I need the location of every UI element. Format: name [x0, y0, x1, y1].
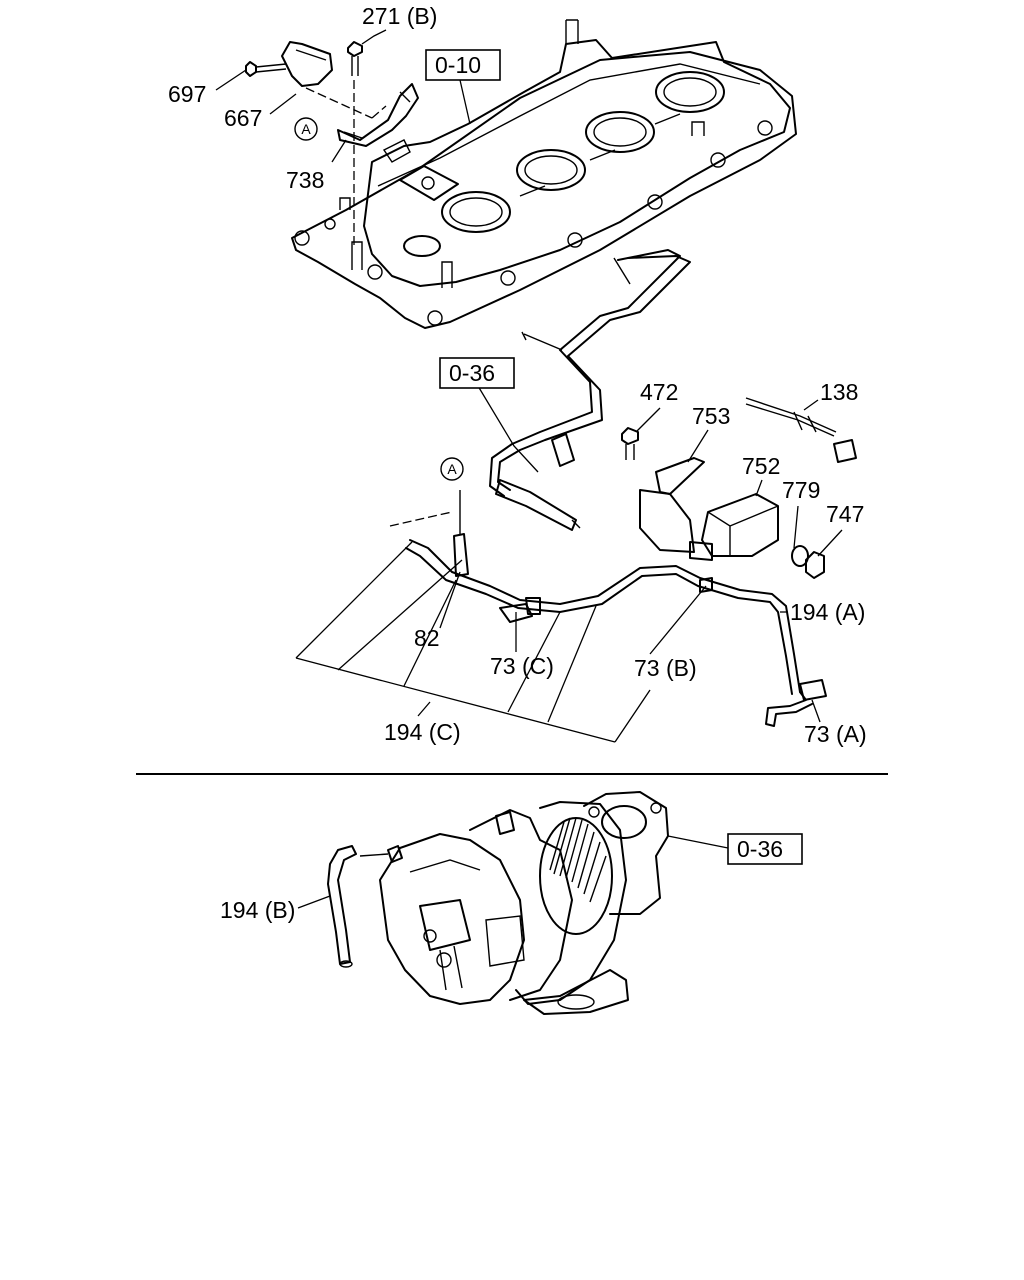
- pipe-and-harness: [489, 249, 691, 531]
- reference-0-10-label: 0-10: [435, 52, 481, 78]
- callout-138: 138: [820, 379, 858, 405]
- leader-036-bottom: [667, 835, 729, 849]
- hose-194b: [327, 845, 357, 968]
- marker-a-mid-label: A: [447, 461, 457, 477]
- reference-0-10: 0-10: [425, 49, 501, 81]
- callout-194b: 194 (B): [220, 897, 295, 923]
- callout-194c: 194 (C): [384, 719, 461, 745]
- marker-a-mid: A: [440, 457, 464, 481]
- callout-697: 697: [168, 81, 206, 107]
- vacuum-hoses: [405, 490, 827, 727]
- callout-752: 752: [742, 453, 780, 479]
- callout-472: 472: [640, 379, 678, 405]
- reference-0-36-top-label: 0-36: [449, 360, 495, 386]
- leader-lines: [215, 29, 843, 743]
- callout-194a: 194 (A): [790, 599, 865, 625]
- callout-82: 82: [414, 625, 440, 651]
- callout-747: 747: [826, 501, 864, 527]
- callout-73a: 73 (A): [804, 721, 867, 747]
- turbine-fins: [549, 817, 607, 903]
- marker-a-top: A: [294, 117, 318, 141]
- reference-0-36-bottom-label: 0-36: [737, 836, 783, 862]
- reference-0-36-bottom: 0-36: [727, 833, 803, 865]
- callout-73c: 73 (C): [490, 653, 554, 679]
- turbocharger: [359, 791, 669, 1015]
- callout-779: 779: [782, 477, 820, 503]
- marker-a-top-label: A: [301, 121, 311, 137]
- cylinder-head-cover: [291, 19, 797, 329]
- callout-667: 667: [224, 105, 262, 131]
- callout-753: 753: [692, 403, 730, 429]
- reference-0-36-top: 0-36: [439, 357, 515, 389]
- callout-73b: 73 (B): [634, 655, 697, 681]
- callout-labels: 271 (B) 697 667 738 138 472 753 752 779 …: [168, 3, 867, 923]
- leader-194b: [297, 895, 331, 909]
- callout-738: 738: [286, 167, 324, 193]
- callout-271b: 271 (B): [362, 3, 437, 29]
- bracket-assembly-top: [245, 41, 419, 246]
- vacuum-switching-valve: [621, 397, 857, 579]
